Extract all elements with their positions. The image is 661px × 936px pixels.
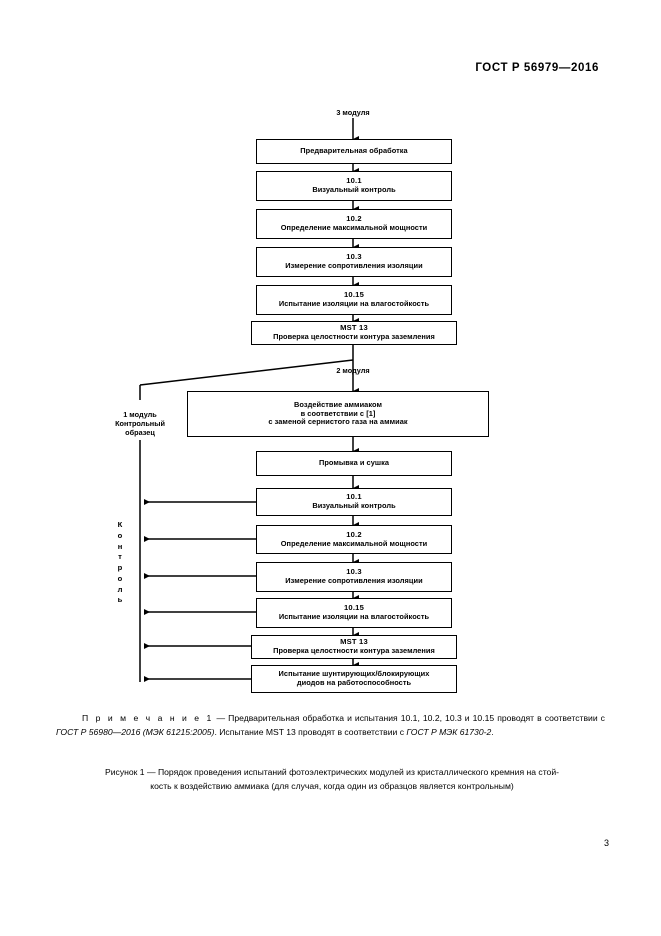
node-ground-continuity-1: MST 13 Проверка целостности контура зазе… xyxy=(251,321,457,345)
figure-note-dash: — xyxy=(213,713,229,723)
node-visual-inspection-1-label: Визуальный контроль xyxy=(312,185,396,195)
node-bypass-diode-test-line1: Испытание шунтирующих/блокирующих xyxy=(278,669,430,679)
node-max-power-2-label: Определение максимальной мощности xyxy=(280,538,428,548)
node-ground-continuity-2: MST 13 Проверка целостности контура зазе… xyxy=(251,635,457,659)
node-insulation-resistance-2: 10.3 Измерение сопротивления изоляции xyxy=(256,562,452,592)
figure-note-text-part3: . xyxy=(491,726,494,737)
figure-note-text-part2: . Испытание MST 13 проводят в соответств… xyxy=(214,726,407,737)
label-one-module-line2: Контрольный xyxy=(115,419,165,429)
node-visual-inspection-1: 10.1 Визуальный контроль xyxy=(256,171,452,201)
node-wet-leakage-1: 10.15 Испытание изоляции на влагостойкос… xyxy=(256,285,452,315)
node-ground-continuity-2-label: Проверка целостности контура заземления xyxy=(273,646,435,656)
node-wet-leakage-1-code: 10.15 xyxy=(343,290,364,300)
control-letter-n: н xyxy=(117,541,123,551)
node-max-power-1-code: 10.2 xyxy=(346,214,362,224)
figure-caption-line1: Рисунок 1 — Порядок проведения испытаний… xyxy=(105,767,559,777)
figure-note-text-part1: Предварительная обработка и испытания 10… xyxy=(228,713,605,723)
node-ground-continuity-2-code: MST 13 xyxy=(340,637,368,647)
label-two-modules: 2 модуля xyxy=(336,366,370,375)
node-max-power-2: 10.2 Определение максимальной мощности xyxy=(256,525,452,554)
control-letter-r: р xyxy=(117,563,123,573)
node-visual-inspection-2-label: Визуальный контроль xyxy=(312,501,396,511)
label-control-vertical: К о н т р о л ь xyxy=(114,520,126,606)
figure-note-prefix: П р и м е ч а н и е 1 xyxy=(82,713,214,723)
node-wet-leakage-2-label: Испытание изоляции на влагостойкость xyxy=(278,612,430,622)
node-ammonia-exposure-line3: с заменой сернистого газа на аммиак xyxy=(268,417,408,427)
node-pretreatment: Предварительная обработка xyxy=(256,139,452,164)
label-one-module-control-sample: 1 модуль Контрольный образец xyxy=(100,410,180,437)
node-insulation-resistance-2-code: 10.3 xyxy=(346,567,362,577)
control-letter-l: л xyxy=(117,584,123,594)
node-wash-and-dry: Промывка и сушка xyxy=(256,451,452,476)
page-number: 3 xyxy=(603,838,609,848)
node-insulation-resistance-1: 10.3 Измерение сопротивления изоляции xyxy=(256,247,452,277)
node-ground-continuity-1-code: MST 13 xyxy=(340,323,368,333)
figure-1-flowchart: 3 модуля 2 модуля 1 модуль Контрольный о… xyxy=(100,108,489,693)
node-pretreatment-label: Предварительная обработка xyxy=(300,146,408,156)
node-insulation-resistance-2-label: Измерение сопротивления изоляции xyxy=(285,576,423,586)
node-max-power-1-label: Определение максимальной мощности xyxy=(280,223,428,233)
control-letter-t: т xyxy=(118,552,122,562)
figure-caption: Рисунок 1 — Порядок проведения испытаний… xyxy=(52,766,612,794)
control-letter-o: о xyxy=(117,530,123,540)
control-letter-k: К xyxy=(117,520,123,529)
node-ground-continuity-1-label: Проверка целостности контура заземления xyxy=(273,332,435,342)
label-three-modules: 3 модуля xyxy=(336,108,370,117)
figure-caption-line2: кость к воздействию аммиака (для случая,… xyxy=(150,780,514,791)
figure-note-reference-2: ГОСТ Р МЭК 61730-2 xyxy=(406,726,492,737)
node-visual-inspection-2-code: 10.1 xyxy=(346,492,362,502)
node-insulation-resistance-1-code: 10.3 xyxy=(346,252,362,262)
node-visual-inspection-1-code: 10.1 xyxy=(346,176,362,186)
node-bypass-diode-test: Испытание шунтирующих/блокирующих диодов… xyxy=(251,665,457,693)
node-insulation-resistance-1-label: Измерение сопротивления изоляции xyxy=(285,261,423,271)
figure-note-reference-1: ГОСТ Р 56980—2016 (МЭК 61215:2005) xyxy=(56,726,215,737)
node-bypass-diode-test-line2: диодов на работоспособность xyxy=(296,678,412,687)
node-wet-leakage-2: 10.15 Испытание изоляции на влагостойкос… xyxy=(256,598,452,628)
node-wet-leakage-1-label: Испытание изоляции на влагостойкость xyxy=(278,299,430,309)
flowchart-connectors xyxy=(139,118,359,682)
node-max-power-1: 10.2 Определение максимальной мощности xyxy=(256,209,452,239)
figure-note: П р и м е ч а н и е 1 — Предварительная … xyxy=(56,712,605,740)
label-one-module-line1: 1 модуль xyxy=(123,410,157,419)
node-wash-and-dry-label: Промывка и сушка xyxy=(318,458,389,468)
node-ammonia-exposure: Воздействие аммиаком в соответствии с [1… xyxy=(187,391,489,437)
node-ammonia-exposure-line1: Воздействие аммиаком xyxy=(294,399,382,409)
node-max-power-2-code: 10.2 xyxy=(346,529,362,539)
node-ammonia-exposure-line2: в соответствии с [1] xyxy=(300,408,376,418)
label-one-module-line3: образец xyxy=(125,428,155,438)
control-letter-soft: ь xyxy=(117,595,123,605)
node-visual-inspection-2: 10.1 Визуальный контроль xyxy=(256,488,452,516)
node-wet-leakage-2-code: 10.15 xyxy=(343,603,364,613)
control-letter-o2: о xyxy=(117,573,123,583)
document-header-standard-number: ГОСТ Р 56979—2016 xyxy=(475,62,599,74)
